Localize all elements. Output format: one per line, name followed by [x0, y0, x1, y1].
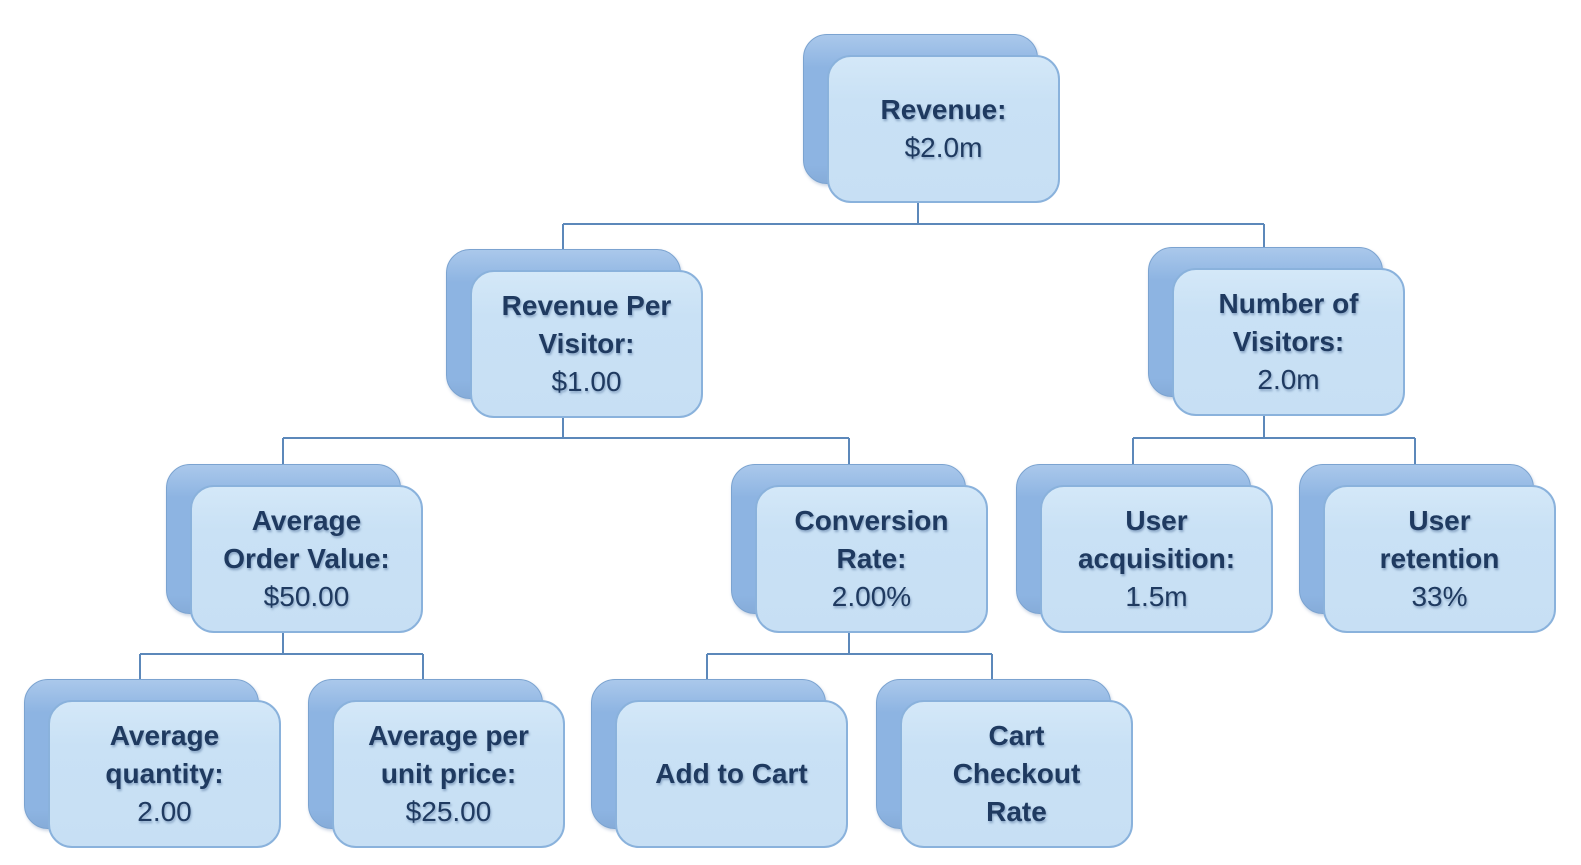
node-title: Average Order Value:: [223, 505, 390, 574]
node-title: Cart Checkout Rate: [952, 720, 1081, 827]
node-value: $1.00: [551, 366, 622, 397]
node-average-quantity: Average quantity: 2.00: [24, 679, 281, 848]
node-card: Average Order Value: $50.00: [190, 485, 423, 633]
connector-cr: [706, 624, 993, 710]
node-title: Add to Cart: [655, 758, 808, 789]
node-user-retention: User retention 33%: [1299, 464, 1556, 633]
node-card: Conversion Rate: 2.00%: [755, 485, 988, 633]
node-value: 2.00: [137, 796, 192, 827]
node-average-per-unit-price: Average per unit price: $25.00: [308, 679, 565, 848]
node-value: $25.00: [405, 796, 492, 827]
node-value: 33%: [1411, 581, 1468, 612]
node-title: Average per unit price:: [368, 720, 529, 789]
node-card: User acquisition: 1.5m: [1040, 485, 1273, 633]
node-title: User retention: [1379, 505, 1500, 574]
node-card: Cart Checkout Rate: [900, 700, 1133, 848]
node-revenue-per-visitor: Revenue Per Visitor: $1.00: [446, 249, 703, 418]
node-number-of-visitors: Number of Visitors: 2.0m: [1148, 247, 1405, 416]
node-card: Add to Cart: [615, 700, 848, 848]
node-card: Revenue Per Visitor: $1.00: [470, 270, 703, 418]
node-card: Revenue: $2.0m: [827, 55, 1060, 203]
node-average-order-value: Average Order Value: $50.00: [166, 464, 423, 633]
node-title: Conversion Rate:: [794, 505, 949, 574]
node-card: Average quantity: 2.00: [48, 700, 281, 848]
connector-rpv: [282, 408, 850, 495]
node-value: 2.00%: [831, 581, 912, 612]
node-value: 1.5m: [1125, 581, 1188, 612]
node-user-acquisition: User acquisition: 1.5m: [1016, 464, 1273, 633]
node-title: Revenue:: [880, 94, 1007, 125]
node-card: Average per unit price: $25.00: [332, 700, 565, 848]
node-title: Revenue Per Visitor:: [501, 290, 672, 359]
node-cart-checkout-rate: Cart Checkout Rate: [876, 679, 1133, 848]
node-card: Number of Visitors: 2.0m: [1172, 268, 1405, 416]
node-add-to-cart: Add to Cart: [591, 679, 848, 848]
node-title: Average quantity:: [105, 720, 224, 789]
node-value: $2.0m: [904, 132, 983, 163]
node-value: 2.0m: [1257, 364, 1320, 395]
node-conversion-rate: Conversion Rate: 2.00%: [731, 464, 988, 633]
connector-aov: [139, 624, 424, 710]
node-title: User acquisition:: [1077, 505, 1236, 574]
node-card: User retention 33%: [1323, 485, 1556, 633]
connector-root: [562, 196, 1265, 280]
node-title: Number of Visitors:: [1218, 288, 1359, 357]
node-value: $50.00: [263, 581, 350, 612]
node-revenue: Revenue: $2.0m: [803, 34, 1060, 203]
connector-nov: [1132, 406, 1416, 495]
